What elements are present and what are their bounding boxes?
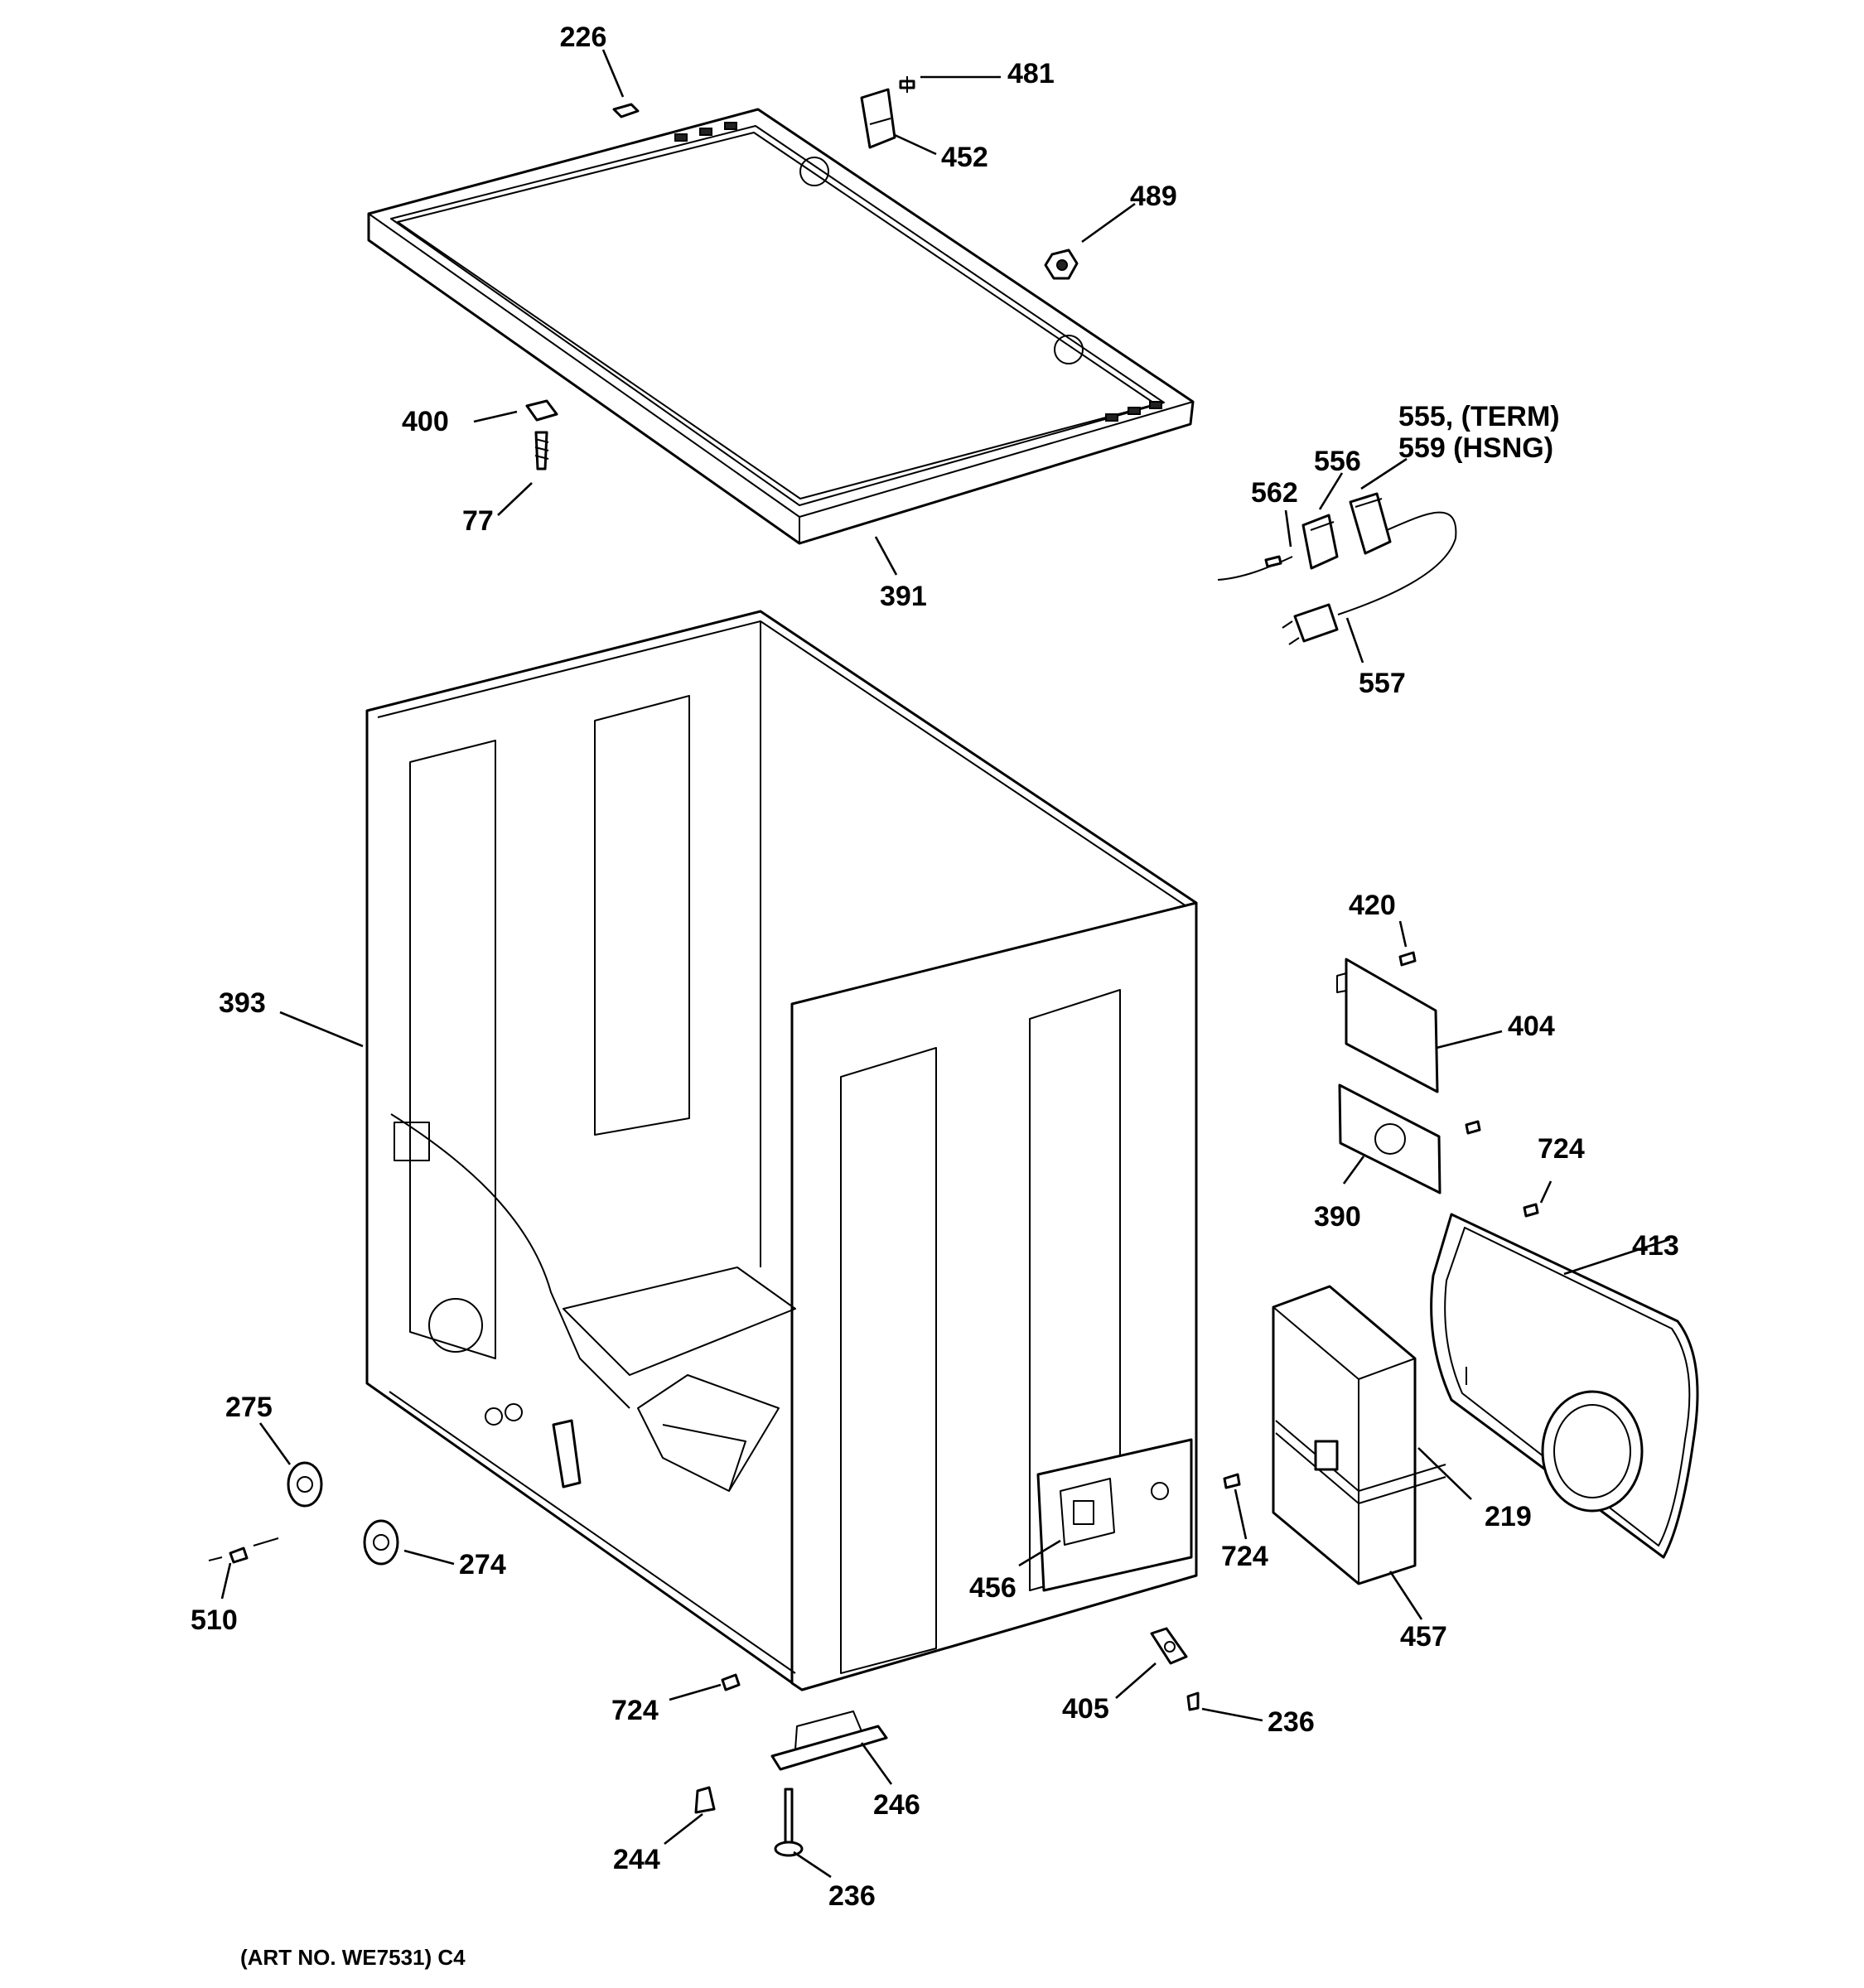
- wire-562: [1217, 555, 1293, 581]
- screw-724-mid: [1223, 1473, 1241, 1489]
- plate-456: [1036, 1438, 1193, 1592]
- nut-489: [1044, 248, 1079, 280]
- label-413: 413: [1632, 1230, 1679, 1262]
- label-274: 274: [459, 1549, 506, 1580]
- label-275: 275: [225, 1392, 273, 1423]
- foot-244: [694, 1786, 716, 1814]
- label-393: 393: [219, 987, 266, 1019]
- housing-555-559: [1349, 492, 1392, 555]
- box-457: [1272, 1285, 1417, 1585]
- clip-400: [525, 399, 558, 422]
- hinge-452: [860, 88, 896, 149]
- label-724-a: 724: [1538, 1133, 1585, 1165]
- label-77: 77: [462, 505, 494, 537]
- label-391: 391: [880, 581, 927, 612]
- roller-274: [363, 1519, 399, 1566]
- cover-404: [1336, 958, 1439, 1093]
- leg-236-left: [774, 1788, 804, 1857]
- power-cord-557: [1282, 511, 1457, 645]
- bracket-390: [1338, 1083, 1441, 1194]
- art-number: (ART NO. WE7531) C4: [240, 1945, 466, 1970]
- screw-420: [1398, 951, 1417, 967]
- label-452: 452: [941, 142, 988, 173]
- screw-724-upper: [1465, 1120, 1539, 1218]
- label-457: 457: [1400, 1621, 1447, 1653]
- screw-510: [208, 1537, 279, 1564]
- label-405: 405: [1062, 1693, 1109, 1725]
- label-236-a: 236: [1268, 1706, 1315, 1738]
- label-404: 404: [1508, 1011, 1555, 1042]
- label-456: 456: [969, 1572, 1017, 1604]
- label-559-hsng: 559 (HSNG): [1398, 432, 1553, 464]
- screw-724-lower: [721, 1673, 741, 1691]
- clip-226: [612, 103, 640, 118]
- screw-77: [534, 431, 549, 470]
- roller-275: [287, 1461, 323, 1508]
- label-562: 562: [1251, 477, 1298, 509]
- label-724-c: 724: [611, 1695, 659, 1726]
- label-226: 226: [560, 22, 607, 53]
- label-400: 400: [402, 406, 449, 437]
- screw-481: [899, 76, 915, 93]
- top-panel: [367, 108, 1195, 545]
- label-219: 219: [1485, 1501, 1532, 1532]
- label-724-b: 724: [1221, 1541, 1268, 1572]
- back-panel-413: [1430, 1213, 1699, 1559]
- label-420: 420: [1349, 890, 1396, 921]
- label-244: 244: [613, 1844, 660, 1875]
- label-236-b: 236: [828, 1880, 876, 1912]
- label-510: 510: [191, 1604, 238, 1636]
- strap-219: [1275, 1420, 1446, 1504]
- label-555-term: 555, (TERM): [1398, 401, 1560, 432]
- cabinet: [365, 610, 1198, 1691]
- label-557: 557: [1359, 668, 1406, 699]
- label-556: 556: [1314, 446, 1361, 477]
- label-489: 489: [1130, 181, 1177, 212]
- leveler-246: [770, 1711, 888, 1771]
- leg-236-right: [1186, 1691, 1200, 1711]
- leader-lines: [220, 49, 1671, 1879]
- label-390: 390: [1314, 1201, 1361, 1233]
- label-481: 481: [1007, 58, 1055, 89]
- label-246: 246: [873, 1789, 920, 1821]
- bracket-405: [1150, 1627, 1188, 1665]
- terminal-block-556: [1301, 514, 1339, 570]
- part-labels: 226 481 452 489 400 77 391 555, (TERM) 5…: [191, 22, 1679, 1912]
